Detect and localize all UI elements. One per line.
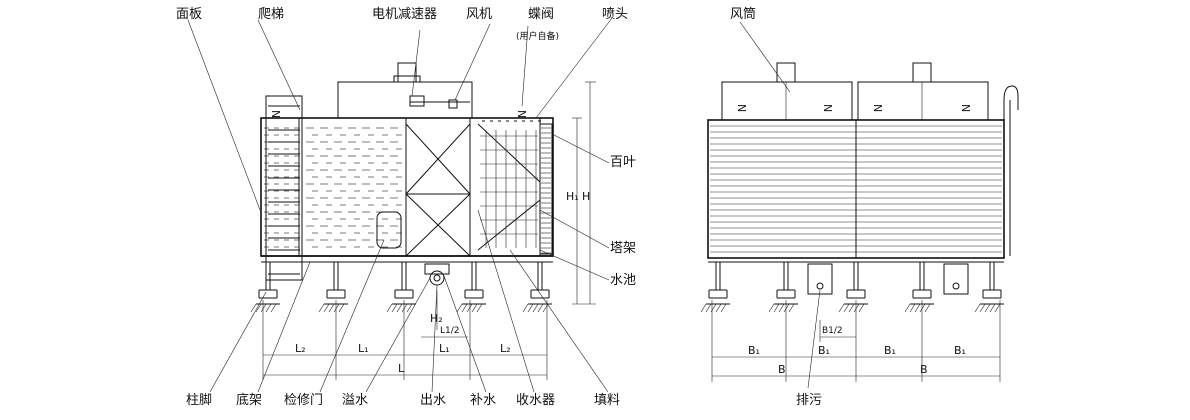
louver-panel [539, 123, 553, 255]
label-drain: 排污 [796, 393, 822, 408]
label-base-frame: 底架 [236, 392, 262, 408]
n-mark-3: N [871, 104, 884, 112]
label-ladder: 爬梯 [258, 7, 284, 22]
dim-b1-c: B₁ [884, 344, 896, 357]
label-butterfly-valve: 蝶阀 [528, 7, 554, 22]
dim-l-half: L1/2 [440, 326, 460, 336]
riser-pipe [1003, 85, 1019, 256]
dim-l-total: L [398, 362, 405, 375]
dim-b1-b: B₁ [818, 344, 830, 357]
dim-h2: H₂ [430, 312, 443, 325]
column-feet-right [700, 262, 1004, 313]
ladder [265, 95, 303, 281]
n-mark-ladder: N [269, 110, 282, 118]
dim-l2-right: L₂ [500, 342, 511, 355]
label-makeup: 补水 [470, 393, 496, 408]
n-mark-2: N [821, 104, 834, 112]
panel-dashes [264, 127, 402, 248]
outlet-pipe [429, 270, 445, 286]
motor-reducer-body [397, 62, 417, 83]
dim-l1-right: L₁ [439, 342, 450, 355]
access-door [376, 211, 402, 249]
label-fan-stack: 风筒 [730, 6, 756, 22]
n-mark-1: N [735, 104, 748, 112]
dim-l1-left: L₁ [358, 342, 369, 355]
dim-l2-left: L₂ [295, 342, 306, 355]
dim-b-right: B [920, 363, 928, 376]
fan-icon [448, 99, 458, 109]
label-nozzle: 喷头 [602, 7, 628, 22]
label-column-foot: 柱脚 [186, 392, 212, 408]
label-motor-reducer: 电机减速器 [372, 7, 437, 22]
dim-b-left: B [778, 363, 786, 376]
dim-b-half: B1/2 [822, 326, 843, 336]
dim-b1-a: B₁ [748, 344, 760, 357]
dim-b1-d: B₁ [954, 344, 966, 357]
label-user-supplied: (用户自备) [516, 30, 559, 42]
label-overflow: 溢水 [342, 393, 368, 408]
fill-media [480, 130, 538, 248]
label-tower-frame: 塔架 [610, 241, 636, 256]
label-outlet: 出水 [420, 393, 446, 408]
n-mark-valve: N [515, 110, 528, 118]
label-panel: 面板 [176, 7, 202, 22]
label-fan: 风机 [466, 7, 492, 22]
louver-slats [710, 125, 1002, 253]
left-elevation-view: N N H₁ H H₂ L₂ L₁ L₁ L₂ L1/2 L [176, 7, 636, 408]
drain-right [943, 263, 969, 295]
right-elevation-view: N N N N B₁ B₁ B₁ B₁ B1/2 B B 风筒 排污 [700, 6, 1019, 408]
label-access-door: 检修门 [284, 393, 323, 408]
tower-body [260, 117, 554, 257]
label-fill: 填料 [594, 393, 620, 408]
dim-h: H [582, 190, 590, 203]
n-mark-4: N [959, 104, 972, 112]
fan-stack-right [857, 81, 989, 121]
drain-left [807, 263, 833, 295]
label-basin: 水池 [610, 273, 636, 288]
dim-h1: H₁ [566, 190, 579, 203]
label-drift-eliminator: 收水器 [516, 393, 555, 408]
label-louver: 百叶 [610, 155, 636, 170]
column-feet [250, 262, 552, 313]
